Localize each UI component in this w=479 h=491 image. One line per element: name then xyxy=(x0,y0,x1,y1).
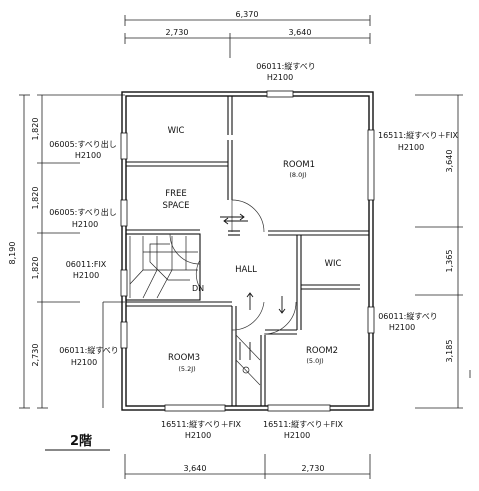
dim-right-seg-1: 3,640 xyxy=(445,150,454,173)
room-wic-right: WIC xyxy=(325,259,342,269)
window-left-1-height: H2100 xyxy=(75,151,101,160)
room-hall: HALL xyxy=(235,265,257,275)
dim-top-right: 3,640 xyxy=(289,28,312,37)
stairs-dn-label: DN xyxy=(192,284,204,293)
window-top-code: 06011:縦すべり xyxy=(256,61,316,71)
closet-fixture xyxy=(242,366,250,374)
dimension-lines-right xyxy=(415,94,471,409)
dim-top-total: 6,370 xyxy=(236,10,259,19)
window-bottom-1-code: 16511:縦すべり＋FIX xyxy=(161,419,242,429)
window-left-2-height: H2100 xyxy=(72,220,98,229)
dimension-lines-bottom xyxy=(124,454,371,479)
interior-walls xyxy=(125,96,369,406)
dim-bottom-right: 2,730 xyxy=(302,464,325,473)
window-bottom-2-height: H2100 xyxy=(284,431,310,440)
window-left-2-code: 06005:すべり出し xyxy=(49,207,117,217)
window-bottom-2-code: 16511:縦すべり＋FIX xyxy=(263,419,344,429)
room1-name: ROOM1 xyxy=(283,160,315,170)
room3-name: ROOM3 xyxy=(168,353,200,363)
dimension-lines-top xyxy=(124,15,371,58)
room-wic-top: WIC xyxy=(168,126,185,136)
room3-size: (5.2J) xyxy=(178,365,195,373)
room2-name: ROOM2 xyxy=(306,346,338,356)
window-marks xyxy=(120,90,375,412)
window-right-2-code: 06011:縦すべり xyxy=(378,311,438,321)
dim-left-seg-4: 2,730 xyxy=(31,344,40,367)
door-arrows xyxy=(220,213,286,360)
window-right-2-height: H2100 xyxy=(389,323,415,332)
window-left-4-height: H2100 xyxy=(71,358,97,367)
dim-bottom-left: 3,640 xyxy=(184,464,207,473)
window-top-height: H2100 xyxy=(267,73,293,82)
dim-left-seg-3: 1,820 xyxy=(31,257,40,280)
room1-size: (8.0J) xyxy=(289,171,306,179)
dim-top-left: 2,730 xyxy=(166,28,189,37)
outer-walls xyxy=(121,91,374,411)
window-left-4-code: 06011:縦すべり xyxy=(59,345,119,355)
dim-left-total: 8,190 xyxy=(8,242,17,265)
window-left-1-code: 06005:すべり出し xyxy=(49,139,117,149)
window-right-1-code: 16511:縦すべり＋FIX xyxy=(378,130,459,140)
window-bottom-1-height: H2100 xyxy=(185,431,211,440)
stairs xyxy=(129,236,198,299)
window-right-1-height: H2100 xyxy=(398,143,424,152)
dim-right-seg-3: 3,185 xyxy=(445,340,454,363)
dim-left-seg-1: 1,820 xyxy=(31,118,40,141)
window-left-3-height: H2100 xyxy=(73,271,99,280)
room-free-space-line2: SPACE xyxy=(163,201,190,211)
dim-left-seg-2: 1,820 xyxy=(31,187,40,210)
room2-size: (5.0J) xyxy=(306,357,323,365)
dim-right-seg-2: 1,365 xyxy=(445,250,454,273)
floor-label: 2階 xyxy=(70,433,92,449)
door-swings xyxy=(169,199,297,386)
window-left-3-code: 06011:FIX xyxy=(66,260,107,269)
room-free-space-line1: FREE xyxy=(165,189,187,199)
